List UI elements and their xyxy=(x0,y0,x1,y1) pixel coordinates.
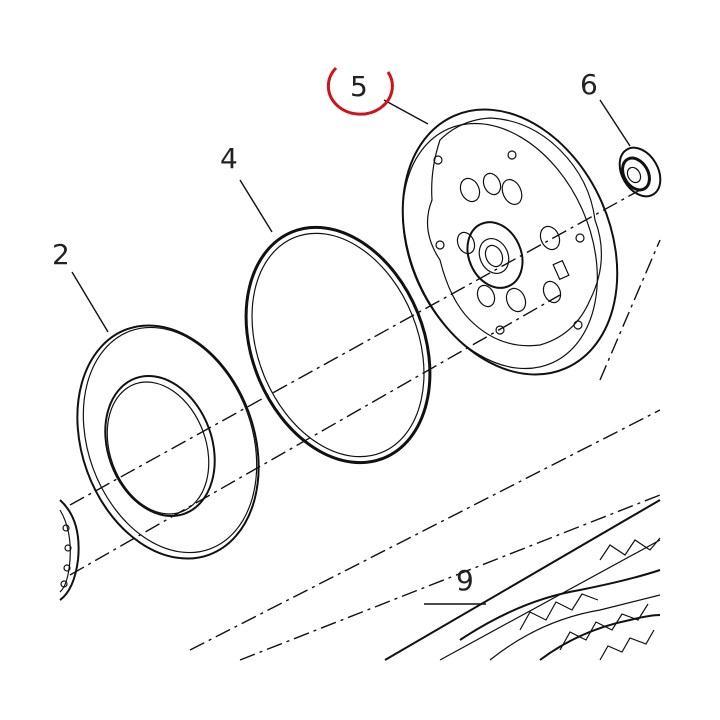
axis-line-right xyxy=(599,239,661,381)
partial-part-left xyxy=(59,499,80,601)
part-4-ring xyxy=(244,225,432,465)
part-6-bushing xyxy=(618,146,662,198)
axis-line-lower xyxy=(189,409,661,651)
callout-part-9: 9 xyxy=(456,564,474,597)
leader-part-5 xyxy=(383,99,429,125)
callout-part-5: 5 xyxy=(350,70,368,103)
part-9-plate-stack xyxy=(384,499,661,661)
axis-line-upper xyxy=(69,189,641,506)
leader-part-6 xyxy=(599,99,631,147)
part-5-pressure-plate xyxy=(401,108,619,376)
part-2-washer xyxy=(76,324,260,560)
callout-part-4: 4 xyxy=(220,142,238,175)
axis-line-bottom xyxy=(239,494,661,661)
leader-part-2 xyxy=(71,271,109,333)
callout-part-2: 2 xyxy=(52,238,70,271)
leader-part-4 xyxy=(239,179,273,233)
highlight-circle xyxy=(326,66,394,116)
leader-lines xyxy=(71,99,631,605)
callout-part-6: 6 xyxy=(580,68,598,101)
axis-lines xyxy=(69,189,661,661)
axis-line-middle xyxy=(69,294,561,576)
